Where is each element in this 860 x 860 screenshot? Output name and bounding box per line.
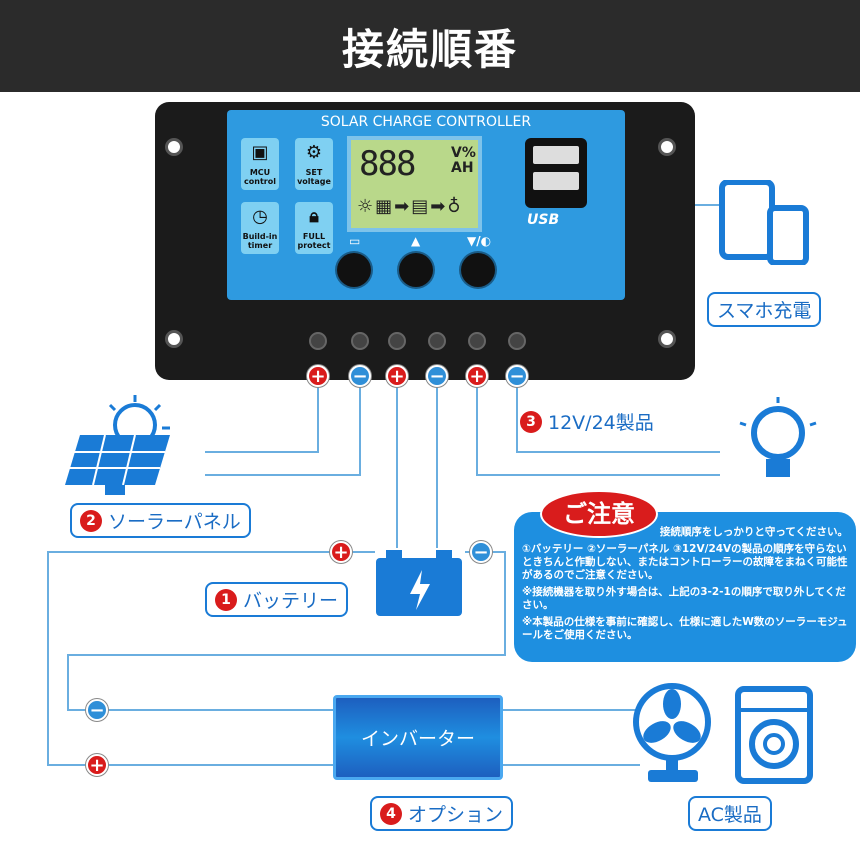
load-negative-wire [516, 380, 720, 453]
light-bulb-icon [739, 397, 817, 477]
terminal-battery-negative[interactable] [428, 332, 446, 350]
lcd-unit-bottom: AH [451, 160, 474, 176]
battery-icon [376, 550, 462, 616]
solar-charge-controller: SOLAR CHARGE CONTROLLER ▣ MCU control ⚙ SE… [155, 102, 695, 380]
minus-badge: − [506, 365, 528, 387]
option-label: 4 オプション [370, 796, 514, 831]
solar-panel-label: 2 ソーラーパネル [70, 503, 251, 538]
menu-button[interactable] [337, 253, 371, 287]
menu-icon: ▭ [349, 234, 361, 248]
label-text: バッテリー [243, 590, 339, 612]
fan-icon [633, 683, 711, 782]
ac-products-label: AC製品 [688, 796, 772, 831]
terminal-load-positive[interactable] [468, 332, 486, 350]
plus-badge: + [466, 365, 488, 387]
notice-line: ①バッテリー ②ソーラーパネル ③12V/24Vの製品の順序を守らないときちんと… [522, 543, 848, 581]
caution-title: ご注意 [540, 490, 658, 538]
usb-ports[interactable] [525, 138, 587, 208]
step-number: 4 [380, 802, 402, 825]
step-number: 3 [520, 410, 542, 433]
plus-badge: + [86, 754, 108, 776]
terminal-battery-positive[interactable] [388, 332, 406, 350]
gear-icon: ⚙ [305, 142, 323, 163]
inverter-negative-wire [67, 551, 506, 711]
clock-icon: ◷ [252, 206, 268, 227]
plus-badge: + [330, 541, 352, 563]
solar-positive-wire [205, 380, 319, 453]
lcd-flow-icons: ☼▦➡▤➡♁ [357, 196, 463, 217]
lcd-unit-top: V% [451, 145, 476, 161]
notice-line: 接続順序をしっかりと守ってください。 [659, 526, 848, 538]
load-positive-wire [476, 380, 720, 476]
smartphone-charging-label: スマホ充電 [707, 292, 822, 327]
plus-badge: + [386, 365, 408, 387]
controller-face: SOLAR CHARGE CONTROLLER ▣ MCU control ⚙ SE… [227, 110, 625, 300]
feature-timer: ◷ Build-in timer [241, 202, 279, 254]
minus-badge: − [470, 541, 492, 563]
label-text: ソーラーパネル [108, 511, 241, 533]
notice-line: ※本製品の仕様を事前に確認し、仕様に適したW数のソーラーモジュールをご使用くださ… [522, 616, 848, 641]
page-title: 接続順番 [0, 0, 860, 92]
battery-label: 1 バッテリー [205, 582, 349, 617]
label-text: オプション [408, 804, 504, 826]
feature-mcu-control: ▣ MCU control [241, 138, 279, 190]
minus-badge: − [86, 699, 108, 721]
plus-badge: + [307, 365, 329, 387]
load-label: 3 12V/24製品 [520, 408, 654, 435]
label-text: スマホ充電 [717, 300, 812, 322]
solar-negative-wire [205, 380, 361, 476]
feature-protect: 🔒︎ FULL protect [295, 202, 333, 254]
smartphone-tablet-icon [719, 180, 809, 265]
terminal-solar-negative[interactable] [351, 332, 369, 350]
controller-title: SOLAR CHARGE CONTROLLER [320, 114, 532, 130]
inverter: インバーター [333, 695, 503, 780]
inverter-label: インバーター [360, 728, 475, 750]
solar-panel-icon [65, 395, 170, 495]
minus-badge: − [426, 365, 448, 387]
lcd-digits: 888 [359, 144, 416, 184]
caution-notice: 接続順序をしっかりと守ってください。 ①バッテリー ②ソーラーパネル ③12V/… [514, 512, 856, 662]
washing-machine-icon [735, 686, 813, 784]
feature-set-voltage: ⚙ SET voltage [295, 138, 333, 190]
terminal-load-negative[interactable] [508, 332, 526, 350]
up-icon: ▲ [411, 234, 421, 248]
minus-badge: − [349, 365, 371, 387]
lock-icon: 🔒︎ [309, 206, 319, 227]
usb-label: USB [527, 212, 560, 228]
feature-label: Build-in timer [242, 232, 278, 250]
notice-line: ※接続機器を取り外す場合は、上記の3-2-1の順序で取り外してください。 [522, 586, 846, 611]
feature-label: SET voltage [297, 168, 331, 186]
label-text: 12V/24製品 [548, 412, 654, 434]
feature-label: FULL protect [297, 232, 331, 250]
down-light-icon: ▼/◐ [467, 234, 492, 248]
step-number: 1 [215, 588, 237, 611]
terminal-solar-positive[interactable] [309, 332, 327, 350]
lcd-display: 888 V%AH ☼▦➡▤➡♁ [347, 136, 482, 232]
down-button[interactable] [461, 253, 495, 287]
lcd-units: V%AH [451, 146, 476, 176]
label-text: AC製品 [698, 804, 762, 826]
chip-icon: ▣ [251, 142, 269, 163]
feature-label: MCU control [244, 168, 276, 186]
up-button[interactable] [399, 253, 433, 287]
inverter-positive-wire [47, 551, 375, 766]
step-number: 2 [80, 509, 102, 532]
